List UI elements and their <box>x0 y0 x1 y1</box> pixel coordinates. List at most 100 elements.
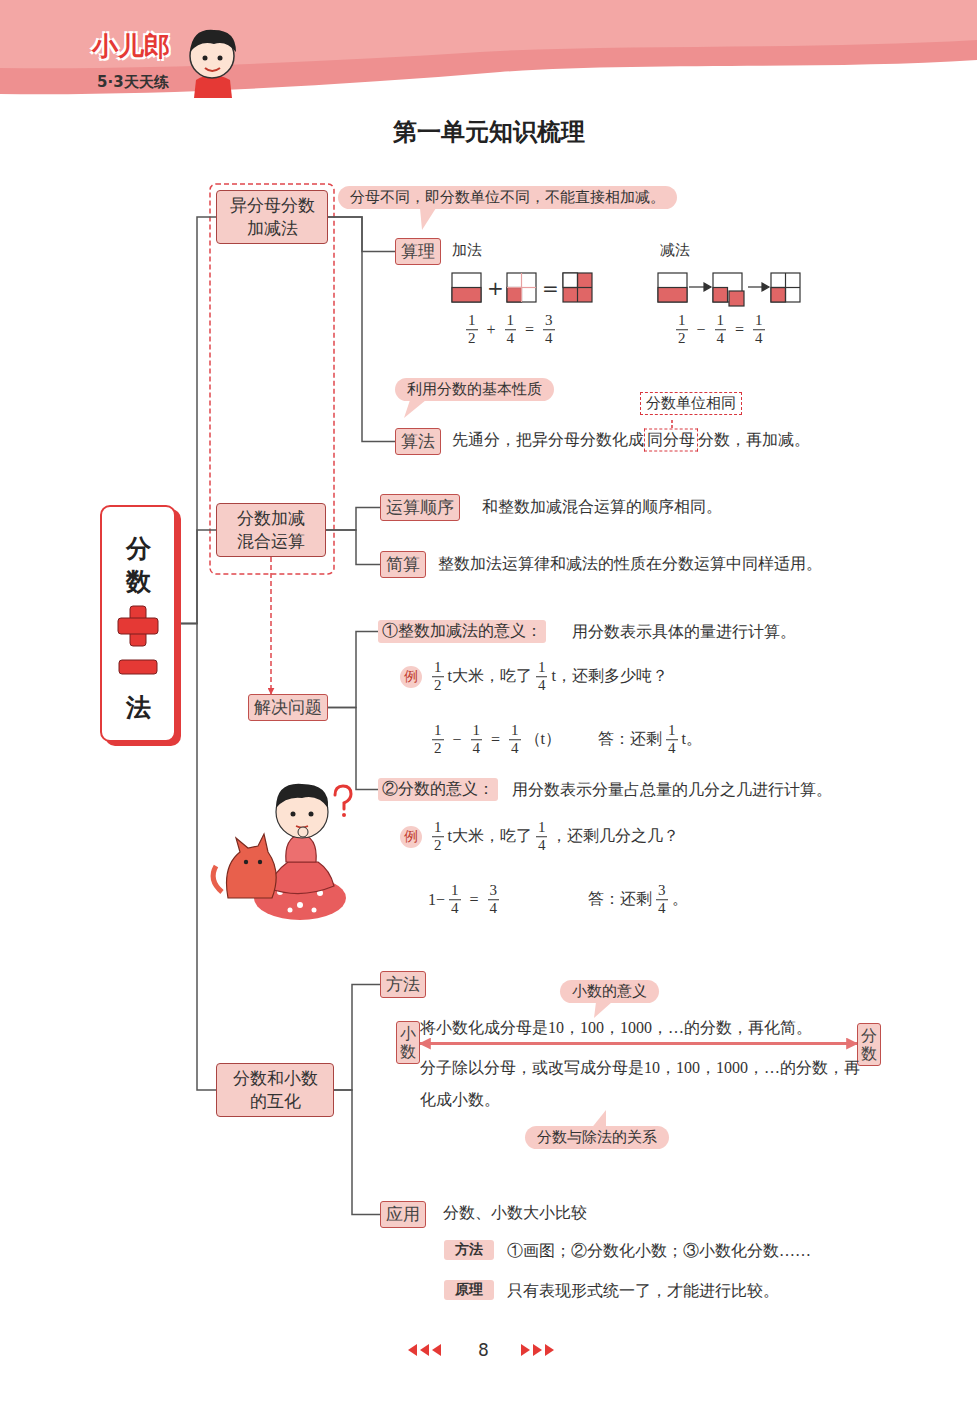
header-band <box>0 0 977 94</box>
fraction-squares <box>452 273 800 306</box>
fraction: 34 <box>488 882 500 918</box>
fraction: 14 <box>715 312 727 348</box>
dashed-arrow <box>270 557 272 694</box>
girl-illustration <box>288 908 293 913</box>
small-tag: 原理 <box>444 1280 494 1300</box>
fraction-squares <box>771 287 800 288</box>
page-number: 8 <box>478 1340 489 1360</box>
text-line: 加法 <box>452 241 482 260</box>
text-label: 答：还剩 <box>588 890 652 911</box>
fraction: 34 <box>543 312 555 348</box>
tag-box: 算理 <box>395 238 441 265</box>
small-tag: 方法 <box>444 1240 494 1260</box>
boy-mascot <box>203 56 208 61</box>
girl-illustration <box>268 862 334 894</box>
text-line: 1−14=34 <box>428 882 503 918</box>
text-line: + <box>487 276 504 300</box>
text-label: 只有表现形式统一了，才能进行比较。 <box>507 1281 779 1302</box>
fraction: 12 <box>432 819 444 855</box>
text-label: 。 <box>672 890 688 911</box>
text-label: 1 <box>471 722 483 740</box>
node-text: 分数与除法的关系 <box>537 1128 657 1147</box>
text-line: 12t大米，吃了14，还剩几分之几？ <box>428 819 679 855</box>
node-text: 方法 <box>455 1241 483 1259</box>
highlight-tag: ①整数加减法的意义： <box>378 620 546 643</box>
text-label: 2 <box>434 678 442 695</box>
text-label: 1 <box>466 312 478 330</box>
fraction: 14 <box>666 722 678 758</box>
text-label: 加法 <box>452 241 482 260</box>
text-label: + <box>487 321 496 339</box>
girl-illustration <box>312 908 317 913</box>
text-label: 答：还剩 <box>598 730 662 751</box>
text-line: 答：还剩34。 <box>588 882 688 918</box>
fraction-squares <box>452 288 481 303</box>
tree-connector <box>326 508 380 530</box>
callout-bubble: 分母不同，即分数单位不同，不能直接相加减。 <box>338 186 677 209</box>
text-label: 用分数表示具体的量进行计算。 <box>572 622 796 643</box>
text-line: 先通分，把异分母分数化成同分母分数，再加减。 <box>452 429 810 452</box>
text-label: 4 <box>717 331 725 348</box>
fraction-squares <box>507 287 536 288</box>
text-label: （t） <box>525 730 561 751</box>
fraction-squares <box>771 273 800 302</box>
node-text: ②分数的意义： <box>382 779 494 800</box>
text-label: 4 <box>668 741 676 758</box>
text-label: = <box>525 321 534 339</box>
text-label: 分数，再加减。 <box>698 430 810 451</box>
callout-bubble: 小数的意义 <box>560 980 659 1003</box>
text-line: 小儿郎 <box>92 29 170 64</box>
fraction-squares <box>658 288 687 303</box>
text-line: = <box>542 276 559 300</box>
tree-connector <box>326 530 380 565</box>
text-label: 1 <box>753 312 765 330</box>
text-label: 1− <box>428 891 445 909</box>
page-arrows <box>420 1344 429 1356</box>
dashed-group-frame <box>210 184 334 574</box>
text-label: ，还剩几分之几？ <box>551 827 679 848</box>
text-label: 先通分，把异分母分数化成 <box>452 430 644 451</box>
text-line: 12 +14 = 34 <box>462 312 559 348</box>
text-label: 1 <box>432 819 444 837</box>
example-badge: 例 <box>400 826 422 848</box>
text-line: ①画图；②分数化小数；③小数化分数…… <box>507 1241 811 1262</box>
girl-illustration <box>276 784 328 808</box>
text-label: 2 <box>468 331 476 348</box>
girl-illustration <box>297 902 303 908</box>
page-arrows <box>432 1344 441 1356</box>
text-line: 例 <box>400 666 422 688</box>
text-line: 12−14=14（t） <box>428 722 561 758</box>
text-label: = <box>491 731 500 749</box>
text-label: 1 <box>536 819 548 837</box>
text-label: 分子除以分母，或改写成分母是10，100，1000，…的分数，再化成小数。 <box>420 1052 860 1116</box>
page-arrows <box>521 1344 530 1356</box>
text-label: 1 <box>676 312 688 330</box>
branch-box: 异分母分数加减法 <box>216 190 328 244</box>
fraction: 14 <box>505 312 517 348</box>
fraction-squares <box>729 291 744 306</box>
girl-illustration <box>258 860 262 864</box>
callout-tails <box>404 400 426 418</box>
fraction: 14 <box>536 659 548 695</box>
text-label: = <box>470 891 479 909</box>
text-label: t大米，吃了 <box>448 827 532 848</box>
text-line: 8 <box>478 1340 489 1360</box>
text-label: 分数、小数大小比较 <box>443 1203 587 1224</box>
text-line: 用分数表示具体的量进行计算。 <box>572 622 796 643</box>
fraction-squares <box>563 287 592 288</box>
text-line: 12t大米，吃了14t，还剩多少吨？ <box>428 659 668 695</box>
node-text: 运算顺序 <box>386 496 454 519</box>
text-label: 2 <box>434 838 442 855</box>
node-text: ①整数加减法的意义： <box>382 621 542 642</box>
header-band <box>0 0 977 68</box>
text-label: 4 <box>511 741 519 758</box>
callout-tails <box>420 208 436 230</box>
text-label: 4 <box>755 331 763 348</box>
fraction-squares <box>771 288 786 303</box>
text-line: 只有表现形式统一了，才能进行比较。 <box>507 1281 779 1302</box>
callout-tails <box>594 1002 612 1018</box>
boy-mascot <box>205 68 220 71</box>
text-line: 和整数加减混合运算的顺序相同。 <box>482 497 722 518</box>
topic-box: 分数法 <box>100 505 176 742</box>
fraction-squares <box>563 273 592 302</box>
